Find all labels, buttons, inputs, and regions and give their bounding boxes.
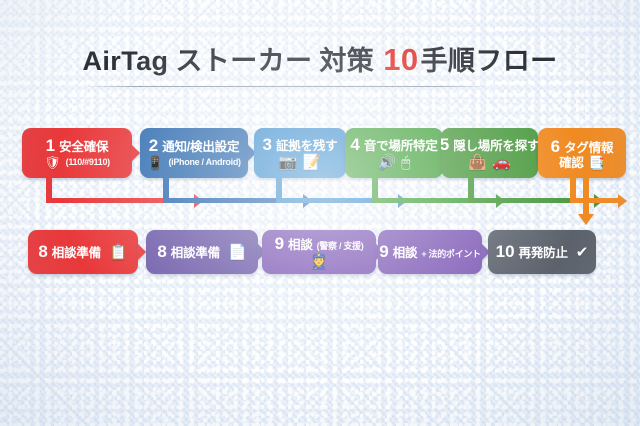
connector-elbow-orange bbox=[570, 193, 627, 208]
shield-warning-icon: 🛡 bbox=[44, 154, 61, 170]
connector-layer bbox=[0, 176, 640, 232]
step-subtitle: (110/#9110) bbox=[65, 156, 111, 167]
phone-settings-icon: 📱 bbox=[147, 154, 164, 170]
camera-icon: 📷 bbox=[278, 153, 298, 171]
connector-down-arrow-orange-head bbox=[578, 214, 594, 225]
police-officer-icon: 👮 bbox=[309, 252, 329, 270]
step-title: 相談準備 bbox=[170, 246, 220, 261]
step-number: 6 bbox=[550, 136, 561, 156]
step-subtitle: + 法的ポイント bbox=[421, 249, 481, 260]
step-number: 5 bbox=[441, 135, 450, 155]
title-part-airtag: AirTag bbox=[82, 46, 169, 76]
clipboard-icon: 📋 bbox=[108, 244, 128, 262]
step-title: 隠し場所を探す bbox=[453, 139, 538, 154]
car-icon: 🚗 bbox=[492, 153, 511, 171]
step-title: タグ情報 bbox=[564, 140, 614, 155]
step-title: 相談準備 bbox=[51, 246, 101, 261]
airtag-icon: 🖱 bbox=[401, 153, 411, 171]
step-number: 10 bbox=[495, 242, 515, 262]
connector-down-arrow-orange bbox=[578, 176, 594, 225]
step-title: 相談 bbox=[392, 246, 418, 261]
step-number: 2 bbox=[148, 136, 159, 156]
step-subtitle: (iPhone / Android) bbox=[168, 156, 241, 167]
speaker-icon: 🔊 bbox=[377, 153, 397, 171]
step-number: 1 bbox=[45, 136, 56, 156]
title-underline bbox=[88, 86, 486, 87]
bag-icon: 👜 bbox=[468, 153, 487, 171]
step-title: 相談 bbox=[288, 238, 313, 253]
step-number: 8 bbox=[38, 242, 48, 262]
flow-arrow-8-to-8 bbox=[137, 243, 146, 261]
step-number: 4 bbox=[350, 135, 360, 155]
check-circle-icon: ✔ bbox=[575, 244, 589, 262]
step-number: 9 bbox=[379, 242, 389, 262]
step-title: 安全確保 bbox=[59, 140, 109, 155]
step-title: 音で場所特定 bbox=[363, 139, 438, 154]
flow-arrow-1-to-2 bbox=[131, 144, 140, 162]
step-title: 証拠を残す bbox=[275, 139, 338, 154]
title-part-stalker: ストーカー bbox=[175, 46, 313, 76]
tag-info-icon: 📑 bbox=[588, 155, 605, 171]
title-part-countermeasure: 対策 bbox=[319, 46, 375, 76]
memo-icon: 📝 bbox=[302, 153, 322, 171]
title-step-count: 10 bbox=[383, 42, 419, 77]
step-title-line2: 確認 bbox=[559, 155, 584, 170]
step-number: 3 bbox=[262, 135, 272, 155]
title-part-flow: 手順フロー bbox=[420, 46, 558, 76]
connector-elbow-orange-head bbox=[618, 193, 627, 208]
step-number: 9 bbox=[274, 234, 285, 254]
step-title: 再発防止 bbox=[518, 246, 568, 261]
step-number: 8 bbox=[157, 242, 167, 262]
document-icon: 📄 bbox=[227, 244, 247, 262]
step-subtitle: (警察 / 支援) bbox=[316, 241, 364, 252]
step-title: 通知/検出設定 bbox=[162, 140, 240, 155]
